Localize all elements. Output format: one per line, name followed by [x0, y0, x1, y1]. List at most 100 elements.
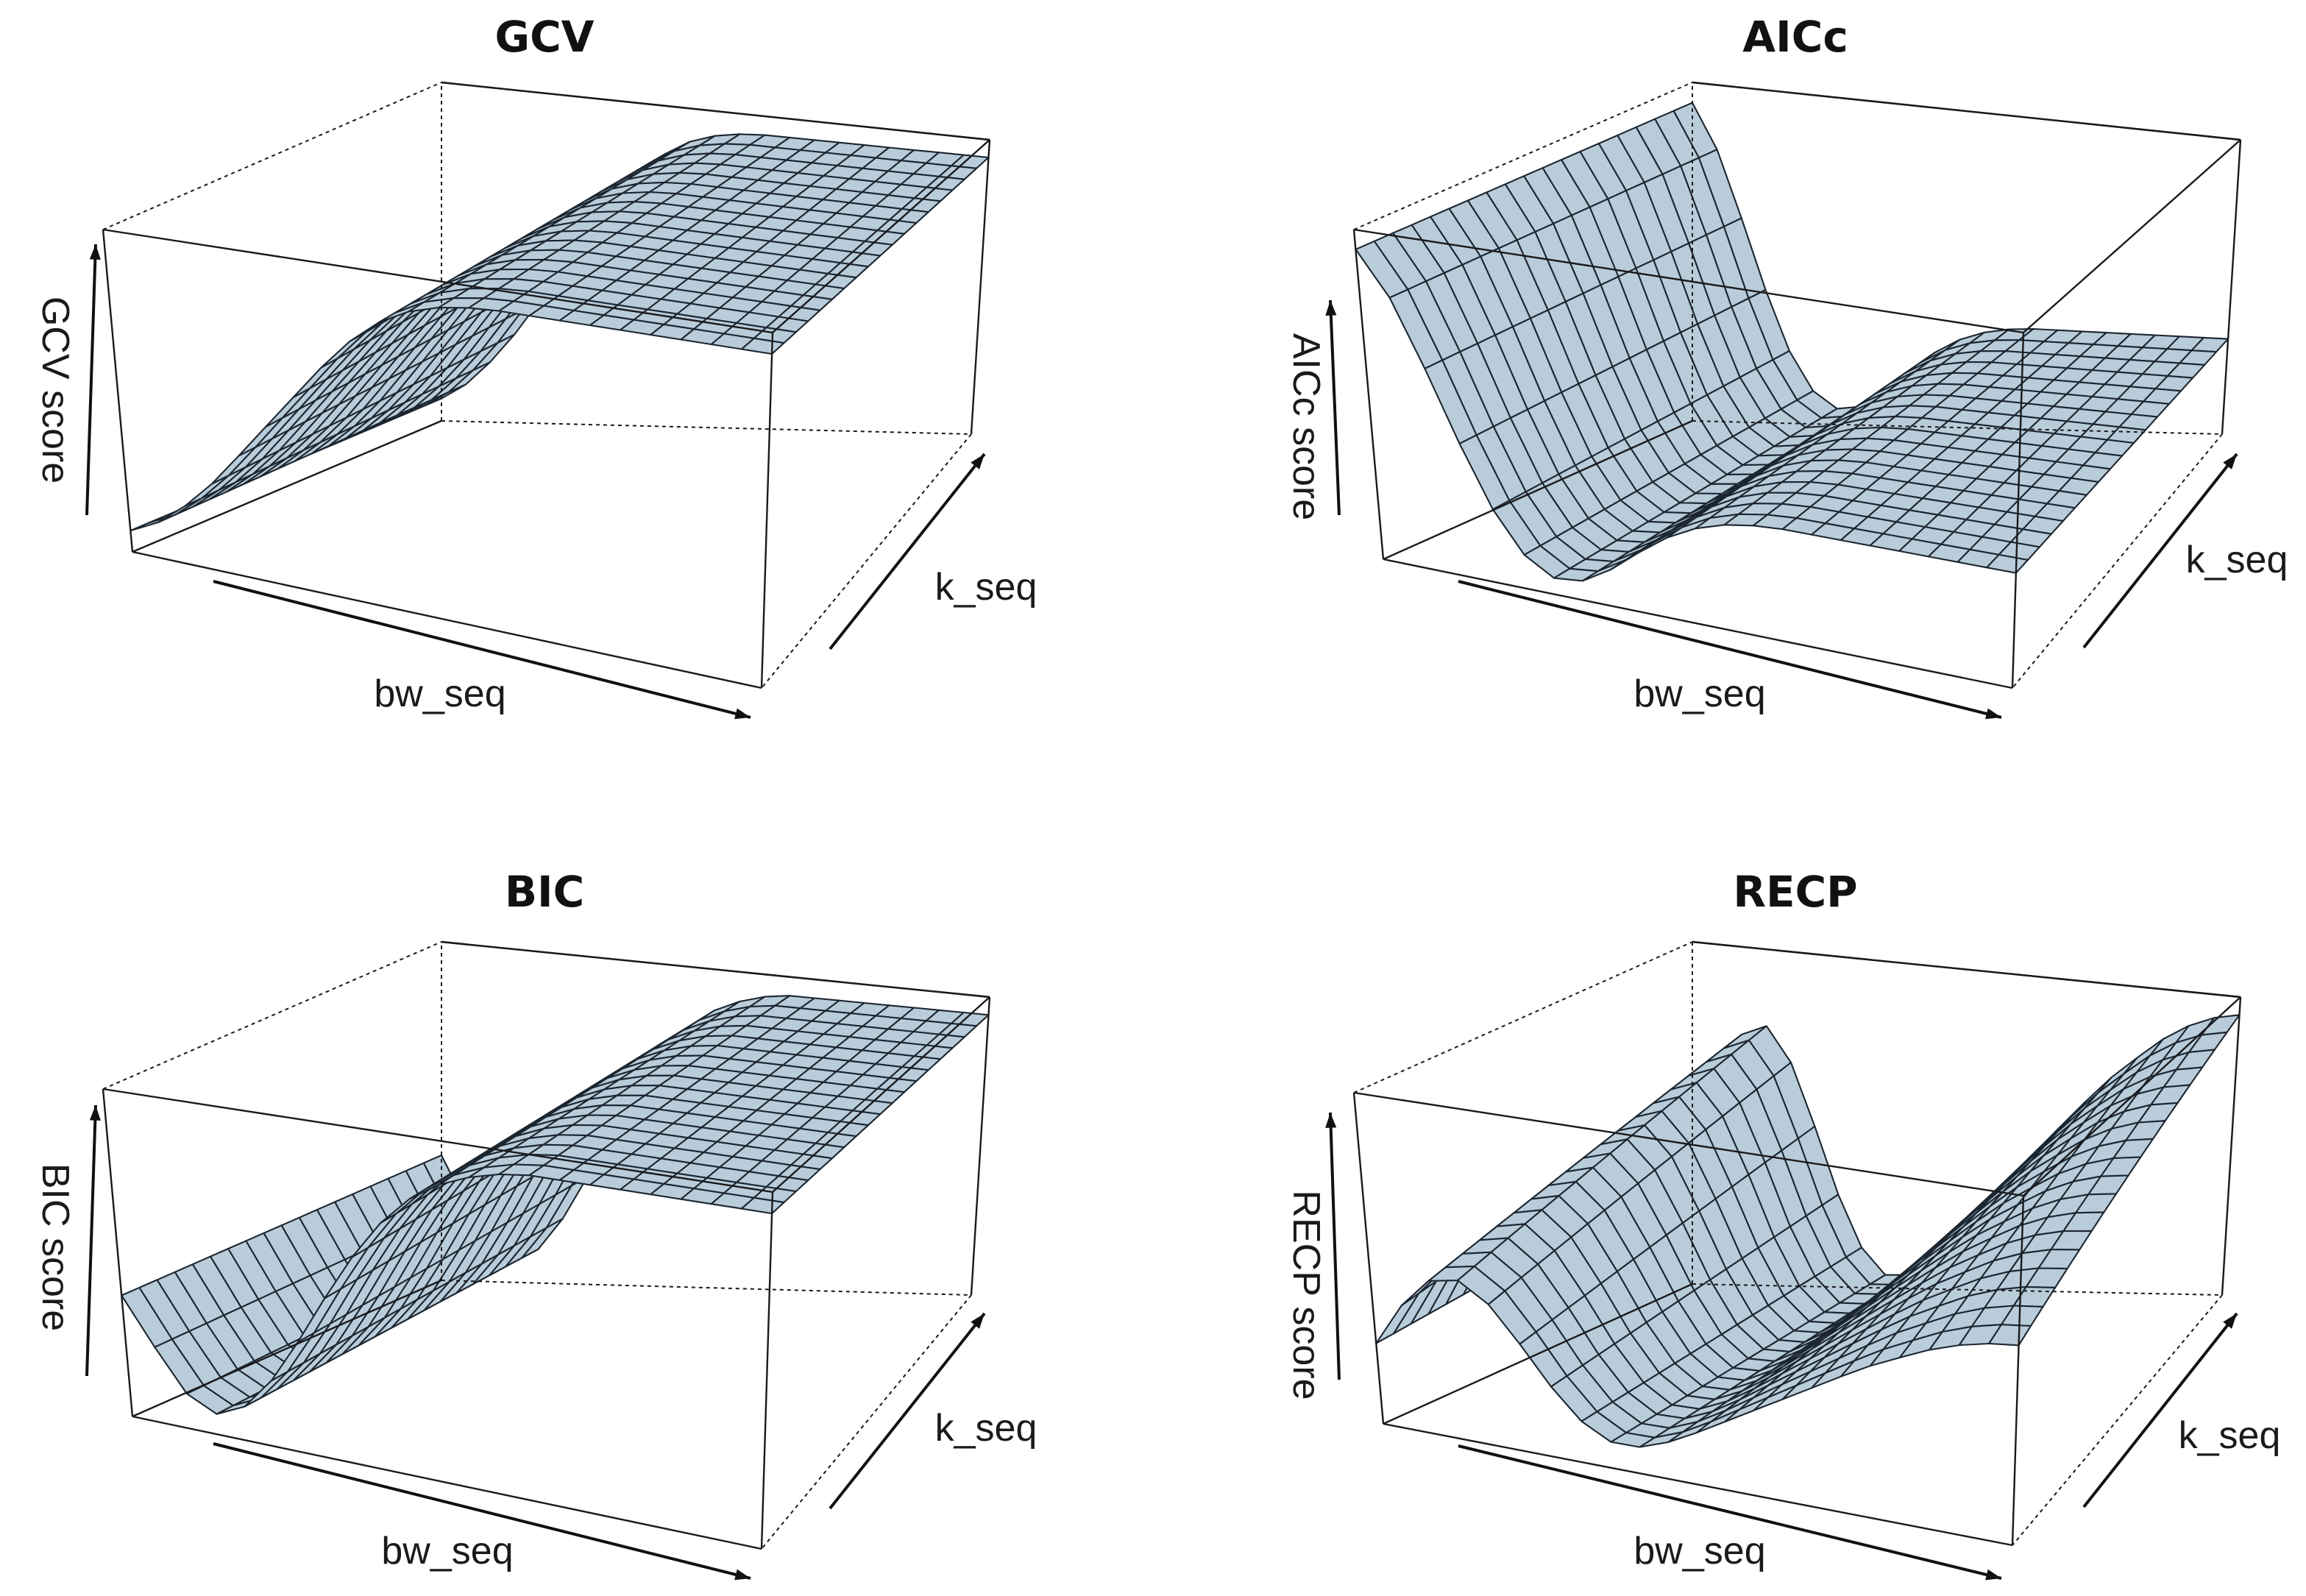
- box-edge: [772, 996, 990, 1193]
- box-edge-hidden: [441, 420, 972, 435]
- box-edge: [2011, 1195, 2025, 1546]
- panel-title: AICc: [1742, 12, 1848, 62]
- box-edge: [132, 1279, 442, 1418]
- y-axis-label: k_seq: [2179, 1414, 2281, 1457]
- box-edge: [2011, 332, 2025, 689]
- y-axis-arrow: [829, 453, 986, 650]
- box-edge-hidden: [1353, 82, 1693, 230]
- box-edge: [441, 940, 990, 999]
- box-edge: [970, 139, 991, 435]
- box-edge: [1383, 1283, 1693, 1425]
- surface-facet: [1986, 553, 2029, 574]
- x-axis-arrow: [1458, 580, 2002, 719]
- box-edge: [102, 1088, 134, 1417]
- box-edge: [1353, 1091, 2024, 1197]
- y-axis-label: k_seq: [2186, 539, 2288, 581]
- panel-title: RECP: [1733, 867, 1857, 917]
- y-axis-arrow: [829, 1312, 986, 1510]
- plot-box: [102, 81, 991, 689]
- box-edge: [1353, 228, 2024, 334]
- box-edge-hidden: [761, 433, 972, 689]
- box-edge-hidden: [2012, 433, 2223, 689]
- panel-recp: RECP bw_seq k_seq RECP score: [1285, 867, 2281, 1581]
- panel-bic: BIC bw_seq k_seq BIC score: [34, 867, 1037, 1581]
- box-edge: [2221, 139, 2242, 435]
- box-edge: [1383, 1422, 2013, 1547]
- z-axis-arrow-head: [1325, 300, 1337, 316]
- box-edge-hidden: [102, 82, 442, 230]
- box-edge: [441, 81, 990, 141]
- surface-mesh: [121, 995, 990, 1415]
- y-axis-arrow: [2082, 453, 2238, 649]
- box-edge: [1352, 229, 1385, 560]
- axis-arrows: [1325, 1112, 2238, 1581]
- plot-box: [1352, 940, 2242, 1547]
- plot-box: [1352, 81, 2242, 689]
- z-axis-label: BIC score: [34, 1163, 77, 1331]
- x-axis-arrow: [213, 1442, 751, 1580]
- box-edge-hidden: [1353, 941, 1693, 1093]
- box-edge: [760, 332, 774, 689]
- box-edge: [1352, 1092, 1385, 1425]
- z-axis-arrow-head: [89, 1105, 101, 1121]
- x-axis-arrow-head: [734, 708, 751, 720]
- z-axis-label: RECP score: [1285, 1190, 1327, 1400]
- box-edge: [132, 1415, 762, 1550]
- box-edge: [1692, 81, 2241, 141]
- surface-facet: [740, 1196, 785, 1215]
- axis-arrows: [85, 1104, 986, 1581]
- panel-title: GCV: [494, 12, 594, 62]
- panel-aicc: AICc bw_seq k_seq AICc score: [1285, 12, 2288, 720]
- z-axis-arrow-head: [89, 244, 101, 260]
- box-edge: [2023, 996, 2241, 1196]
- x-axis-arrow: [213, 580, 751, 719]
- box-edge-hidden: [1692, 420, 2223, 435]
- box-edge-hidden: [1692, 1283, 2223, 1296]
- box-edge: [2023, 139, 2241, 333]
- y-axis-arrow-head: [971, 454, 985, 469]
- box-edge: [102, 1088, 773, 1194]
- y-axis-label: k_seq: [935, 566, 1037, 609]
- z-axis-arrow: [85, 244, 97, 516]
- box-edge: [970, 996, 991, 1296]
- x-axis-arrow: [1458, 1444, 2002, 1580]
- surface-facet: [740, 337, 785, 355]
- box-edge: [1383, 558, 2013, 689]
- box-edge: [132, 550, 762, 689]
- z-axis-label: AICc score: [1285, 333, 1327, 520]
- x-axis-label: bw_seq: [1633, 673, 1765, 715]
- x-axis-arrow-head: [1985, 708, 2001, 720]
- surface-mesh: [1375, 1014, 2241, 1448]
- box-edge: [1383, 419, 1693, 561]
- box-edge: [772, 139, 990, 333]
- box-edge: [1692, 940, 2241, 999]
- box-edge: [2221, 996, 2242, 1296]
- z-axis-arrow: [85, 1104, 97, 1377]
- x-axis-arrow-head: [734, 1569, 751, 1581]
- surface-mesh: [1355, 102, 2229, 582]
- y-axis-label: k_seq: [935, 1407, 1037, 1450]
- box-edge: [102, 229, 134, 553]
- y-axis-arrow-head: [2223, 1313, 2237, 1329]
- axis-arrows: [85, 244, 986, 720]
- surface-mesh: [130, 133, 990, 532]
- box-edge-hidden: [761, 1294, 972, 1550]
- box-edge-hidden: [2012, 1294, 2223, 1546]
- axis-arrows: [1325, 299, 2238, 720]
- box-edge: [760, 1191, 774, 1550]
- z-axis-arrow-head: [1325, 1113, 1337, 1128]
- box-edge: [102, 228, 773, 334]
- plot-box: [102, 940, 991, 1550]
- y-axis-arrow-head: [2223, 454, 2237, 469]
- surface-facet: [1988, 1324, 2032, 1347]
- x-axis-label: bw_seq: [374, 673, 505, 715]
- x-axis-label: bw_seq: [1633, 1530, 1765, 1572]
- box-edge: [132, 419, 442, 553]
- box-edge-hidden: [102, 941, 442, 1090]
- z-axis-arrow: [1329, 1112, 1341, 1380]
- z-axis-label: GCV score: [34, 297, 77, 483]
- y-axis-arrow-head: [971, 1313, 985, 1329]
- y-axis-arrow: [2082, 1312, 2238, 1508]
